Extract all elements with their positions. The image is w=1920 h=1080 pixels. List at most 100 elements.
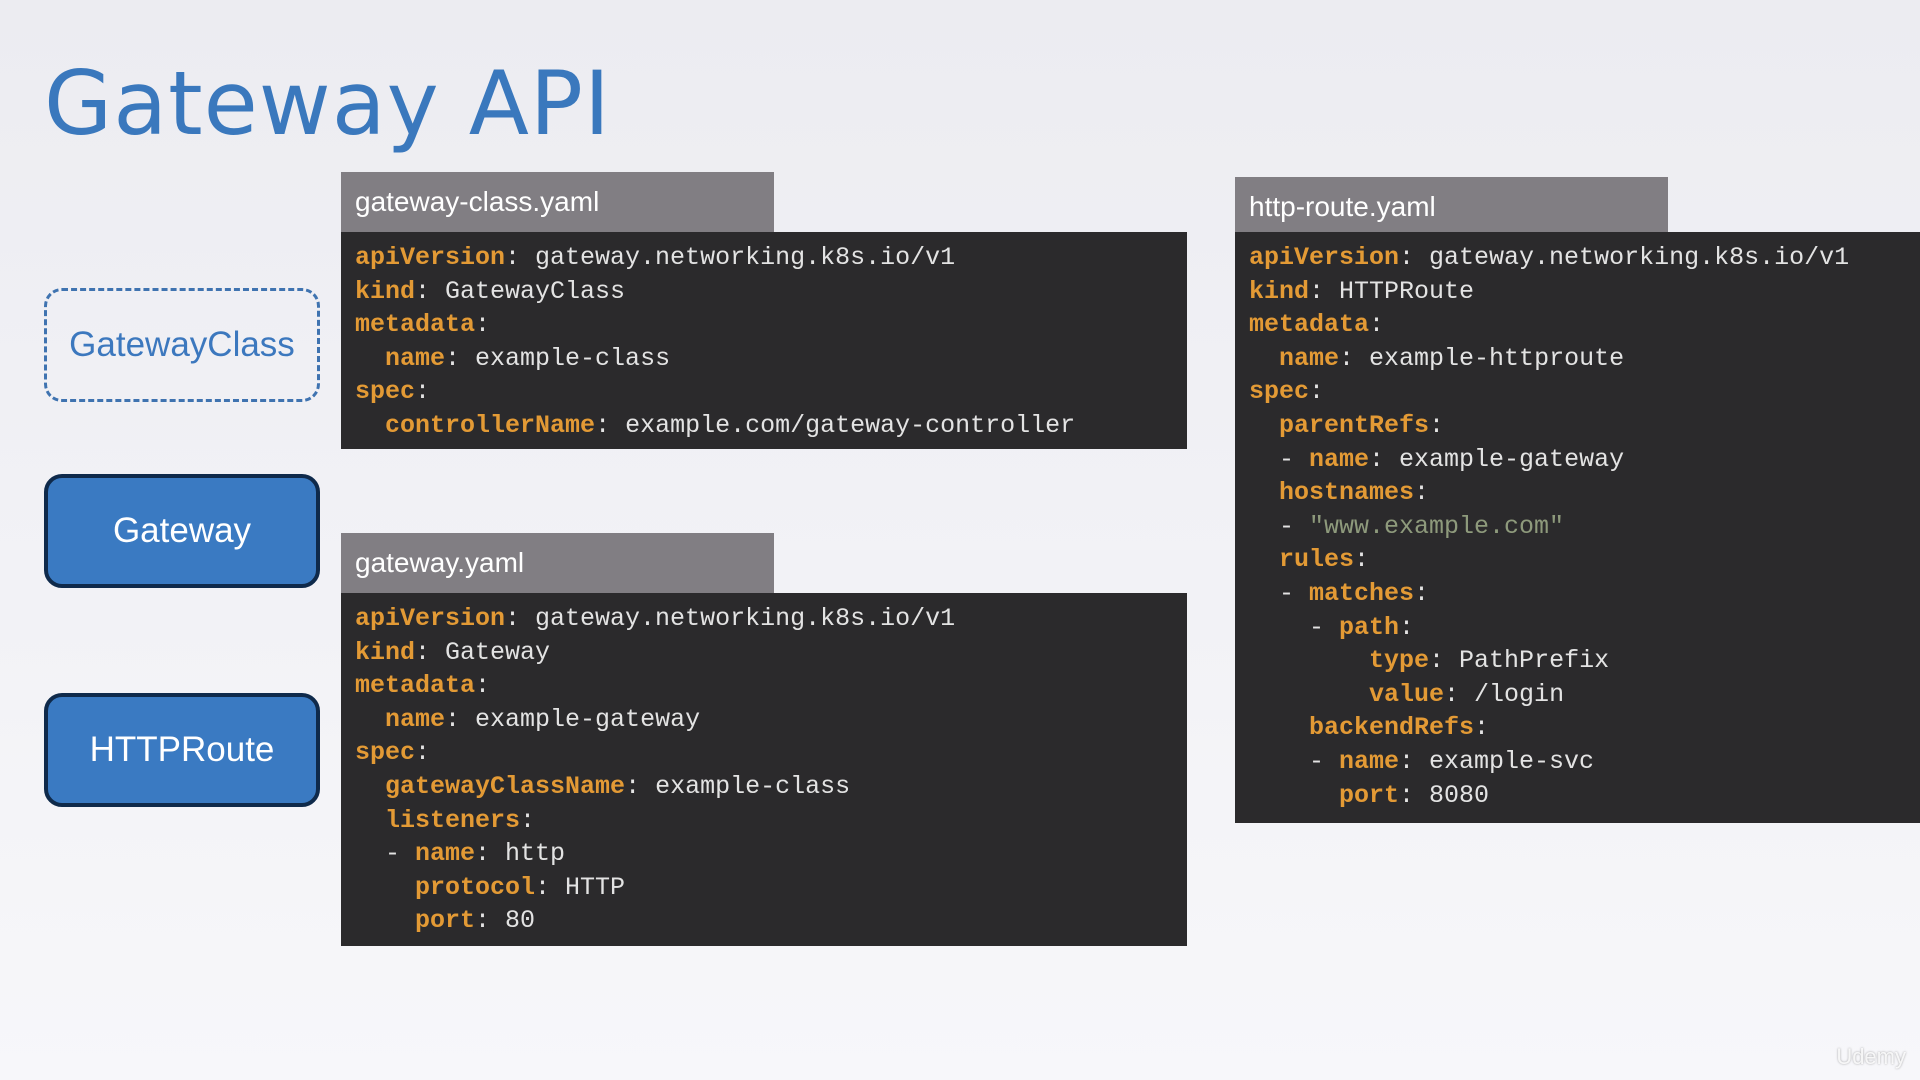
code-line: backendRefs: bbox=[1249, 711, 1920, 745]
yaml-key: hostnames bbox=[1279, 478, 1415, 508]
yaml-text: : example-svc bbox=[1399, 746, 1595, 776]
yaml-text: : bbox=[475, 671, 491, 701]
yaml-text: : PathPrefix bbox=[1429, 646, 1610, 676]
yaml-key: metadata bbox=[1249, 310, 1370, 340]
yaml-text: : bbox=[475, 310, 491, 340]
yaml-key: path bbox=[1339, 612, 1400, 642]
yaml-text: - bbox=[1249, 612, 1340, 642]
code-line: hostnames: bbox=[1249, 476, 1920, 510]
yaml-text: - bbox=[1249, 444, 1310, 474]
yaml-text bbox=[355, 344, 385, 373]
code-line: name: example-gateway bbox=[355, 703, 1187, 737]
code-line: port: 8080 bbox=[1249, 779, 1920, 813]
code-line: spec: bbox=[355, 736, 1187, 770]
yaml-key: apiVersion bbox=[1249, 243, 1400, 272]
yaml-text: - bbox=[355, 839, 416, 869]
httproute-label: HTTPRoute bbox=[89, 730, 275, 769]
yaml-key: name bbox=[1279, 343, 1340, 373]
gateway-yaml-filename: gateway.yaml bbox=[355, 547, 525, 578]
yaml-text bbox=[1249, 646, 1369, 675]
code-line: protocol: HTTP bbox=[355, 871, 1187, 905]
code-line: - matches: bbox=[1249, 577, 1920, 611]
yaml-text bbox=[355, 873, 415, 902]
http-route-yaml-filename: http-route.yaml bbox=[1249, 191, 1436, 222]
yaml-text: : gateway.networking.k8s.io/v1 bbox=[505, 604, 956, 633]
yaml-text: : bbox=[1354, 545, 1370, 575]
yaml-text: : 80 bbox=[475, 906, 536, 936]
yaml-text: : bbox=[1429, 410, 1445, 440]
yaml-text: : bbox=[1414, 578, 1430, 608]
gateway-class-yaml-code: apiVersion: gateway.networking.k8s.io/v1… bbox=[341, 232, 1187, 449]
yaml-key: name bbox=[1339, 746, 1400, 776]
yaml-text bbox=[355, 772, 385, 801]
yaml-key: spec bbox=[1249, 377, 1310, 407]
yaml-text: : bbox=[415, 377, 431, 407]
code-line: type: PathPrefix bbox=[1249, 644, 1920, 678]
yaml-key: kind bbox=[355, 637, 416, 667]
yaml-text: : bbox=[1369, 310, 1385, 340]
slide-title: Gateway API bbox=[44, 52, 611, 155]
httproute-resource-box: HTTPRoute bbox=[44, 693, 320, 807]
yaml-key: kind bbox=[1249, 276, 1310, 306]
yaml-key: parentRefs bbox=[1279, 410, 1430, 440]
yaml-text: : example.com/gateway-controller bbox=[595, 410, 1076, 440]
yaml-text: : example-gateway bbox=[1369, 444, 1625, 474]
yaml-text: : /login bbox=[1444, 679, 1565, 709]
code-line: controllerName: example.com/gateway-cont… bbox=[355, 409, 1187, 443]
gateway-yaml-code: apiVersion: gateway.networking.k8s.io/v1… bbox=[341, 593, 1187, 946]
gateway-label: Gateway bbox=[112, 511, 252, 550]
yaml-text: : HTTPRoute bbox=[1309, 276, 1475, 306]
code-line: - name: example-gateway bbox=[1249, 443, 1920, 477]
udemy-watermark: Udemy bbox=[1836, 1044, 1906, 1069]
yaml-text: : example-class bbox=[445, 343, 671, 373]
yaml-text bbox=[1249, 411, 1279, 440]
yaml-text bbox=[1249, 344, 1279, 373]
code-line: - "www.example.com" bbox=[1249, 510, 1920, 544]
http-route-yaml-code: apiVersion: gateway.networking.k8s.io/v1… bbox=[1235, 232, 1920, 823]
yaml-key: controllerName bbox=[385, 410, 596, 440]
yaml-text bbox=[1249, 781, 1339, 810]
yaml-text: : bbox=[520, 805, 536, 835]
code-line: - name: http bbox=[355, 837, 1187, 871]
yaml-text: : Gateway bbox=[415, 637, 551, 667]
yaml-text: : GatewayClass bbox=[415, 276, 626, 306]
yaml-key: name bbox=[385, 343, 446, 373]
yaml-key: listeners bbox=[385, 805, 521, 835]
yaml-key: name bbox=[385, 704, 446, 734]
http-route-yaml-tab: http-route.yaml bbox=[1235, 177, 1668, 237]
yaml-text: : example-class bbox=[625, 771, 851, 801]
yaml-key: backendRefs bbox=[1309, 713, 1475, 743]
yaml-text: : 8080 bbox=[1399, 780, 1490, 810]
yaml-key: port bbox=[1339, 780, 1400, 810]
yaml-text bbox=[355, 705, 385, 734]
gateway-class-yaml-tab: gateway-class.yaml bbox=[341, 172, 774, 232]
yaml-key: spec bbox=[355, 377, 416, 407]
code-line: kind: GatewayClass bbox=[355, 275, 1187, 309]
code-line: parentRefs: bbox=[1249, 409, 1920, 443]
yaml-text bbox=[1249, 545, 1279, 574]
code-line: apiVersion: gateway.networking.k8s.io/v1 bbox=[355, 241, 1187, 275]
yaml-key: metadata bbox=[355, 671, 476, 701]
gateway-yaml-tab: gateway.yaml bbox=[341, 533, 774, 593]
code-line: metadata: bbox=[355, 669, 1187, 703]
yaml-text: : bbox=[1414, 478, 1430, 508]
code-line: metadata: bbox=[355, 308, 1187, 342]
code-line: name: example-class bbox=[355, 342, 1187, 376]
yaml-text bbox=[1249, 478, 1279, 507]
yaml-key: kind bbox=[355, 276, 416, 306]
code-line: metadata: bbox=[1249, 308, 1920, 342]
yaml-key: matches bbox=[1309, 578, 1415, 608]
yaml-text bbox=[1249, 680, 1369, 709]
yaml-text bbox=[355, 411, 385, 440]
yaml-text bbox=[1249, 713, 1309, 742]
gatewayclass-resource-box: GatewayClass bbox=[44, 288, 320, 402]
yaml-key: apiVersion bbox=[355, 243, 506, 272]
yaml-key: type bbox=[1369, 646, 1430, 676]
code-line: gatewayClassName: example-class bbox=[355, 770, 1187, 804]
yaml-text: : bbox=[415, 738, 431, 768]
yaml-key: value bbox=[1369, 679, 1445, 709]
yaml-text: : http bbox=[475, 839, 566, 869]
yaml-key: spec bbox=[355, 738, 416, 768]
code-line: listeners: bbox=[355, 804, 1187, 838]
yaml-text: - bbox=[1249, 746, 1340, 776]
